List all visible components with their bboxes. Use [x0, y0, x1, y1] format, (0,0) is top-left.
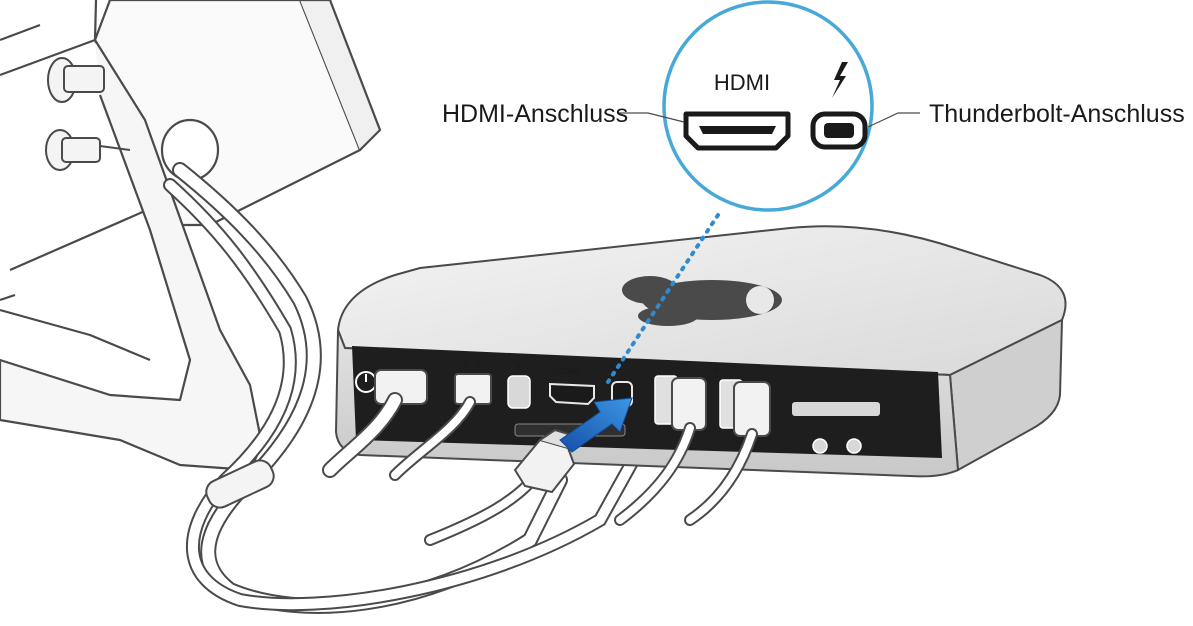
firewire-port	[508, 376, 530, 408]
headphones-icon: ∩	[846, 426, 853, 437]
hdmi-port	[550, 384, 594, 404]
headphone-jack	[847, 439, 861, 453]
usb-plug-4	[734, 382, 770, 436]
audio-in-icon: ((·	[812, 426, 821, 436]
ethernet-icon: <··>	[462, 359, 482, 371]
sd-card-slot	[792, 402, 880, 416]
thunderbolt-leader-line	[868, 113, 920, 127]
hdmi-title: HDMI	[714, 70, 770, 95]
firewire-icon: Y	[514, 361, 522, 373]
hdmi-port-callout: HDMI-Anschluss	[442, 100, 628, 128]
thunderbolt-port-callout: Thunderbolt-Anschluss	[929, 100, 1185, 128]
hdmi-port-label: HDMI	[556, 366, 579, 376]
zoom-callout: HDMI	[664, 2, 872, 210]
audio-in-jack	[813, 439, 827, 453]
zoom-circle	[664, 2, 872, 210]
usb-icon: ⏚	[710, 361, 722, 375]
display-back-panel	[0, 0, 96, 75]
